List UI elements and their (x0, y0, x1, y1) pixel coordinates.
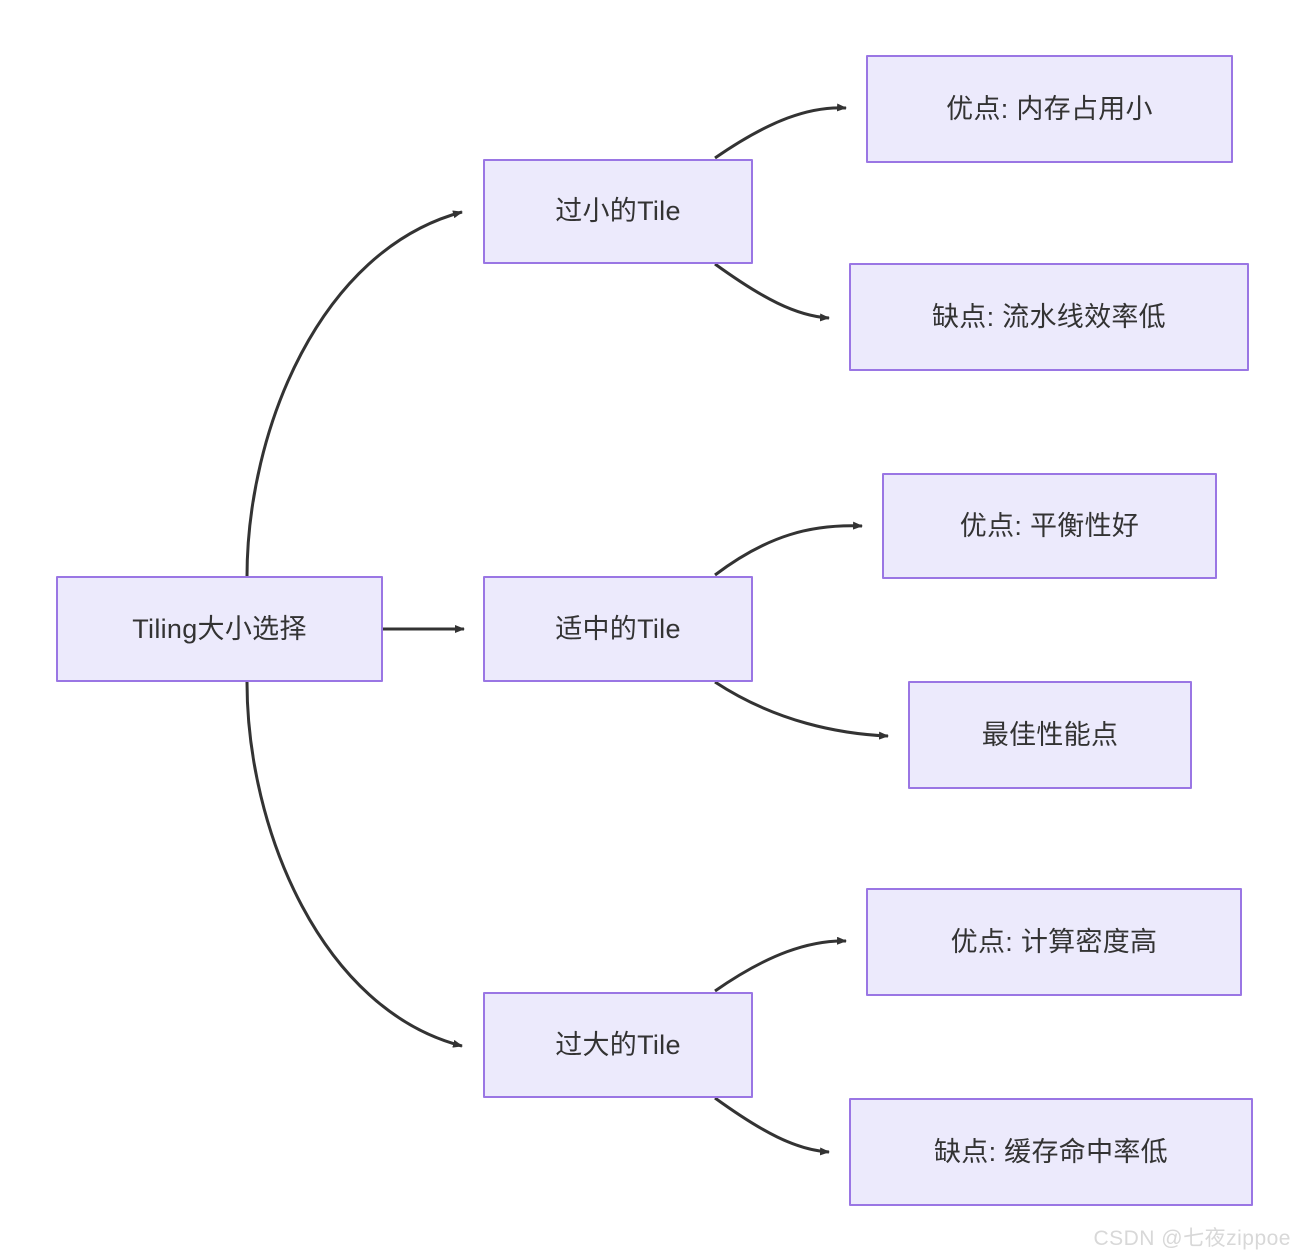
node-label: 优点: 平衡性好 (959, 510, 1140, 541)
edge-mod-to-best (714, 680, 889, 740)
node-small-disadvantage-pipeline[interactable]: 缺点: 流水线效率低 (849, 263, 1249, 371)
node-large-advantage-compute-density[interactable]: 优点: 计算密度高 (866, 888, 1242, 996)
edge-large-to-pro (714, 936, 847, 993)
node-label: 过大的Tile (555, 1029, 681, 1060)
node-too-large-tile[interactable]: 过大的Tile (483, 992, 753, 1098)
node-label: 优点: 内存占用小 (946, 93, 1153, 124)
node-label: 缺点: 流水线效率低 (931, 301, 1166, 332)
node-label: 最佳性能点 (981, 719, 1119, 750)
node-label: Tiling大小选择 (132, 613, 307, 644)
node-tiling-size-selection[interactable]: Tiling大小选择 (56, 576, 383, 682)
edge-mod-to-pro (714, 521, 863, 577)
node-too-small-tile[interactable]: 过小的Tile (483, 159, 753, 264)
node-large-disadvantage-cache-miss[interactable]: 缺点: 缓存命中率低 (849, 1098, 1253, 1206)
csdn-watermark: CSDN @七夜zippoe (1093, 1227, 1291, 1250)
edge-small-to-pro (714, 103, 847, 160)
node-moderate-advantage-balance[interactable]: 优点: 平衡性好 (882, 473, 1217, 579)
node-moderate-tile[interactable]: 适中的Tile (483, 576, 753, 682)
edge-root-to-too-large (245, 681, 463, 1048)
edge-large-to-con (714, 1096, 830, 1156)
node-small-advantage-memory[interactable]: 优点: 内存占用小 (866, 55, 1233, 163)
node-label: 过小的Tile (555, 196, 681, 227)
node-label: 缺点: 缓存命中率低 (933, 1136, 1168, 1167)
node-label: 优点: 计算密度高 (950, 926, 1158, 957)
node-label: 适中的Tile (555, 613, 681, 644)
edge-root-to-too-small (245, 210, 463, 578)
node-moderate-optimal-performance[interactable]: 最佳性能点 (908, 681, 1192, 789)
edge-small-to-con (714, 262, 830, 322)
